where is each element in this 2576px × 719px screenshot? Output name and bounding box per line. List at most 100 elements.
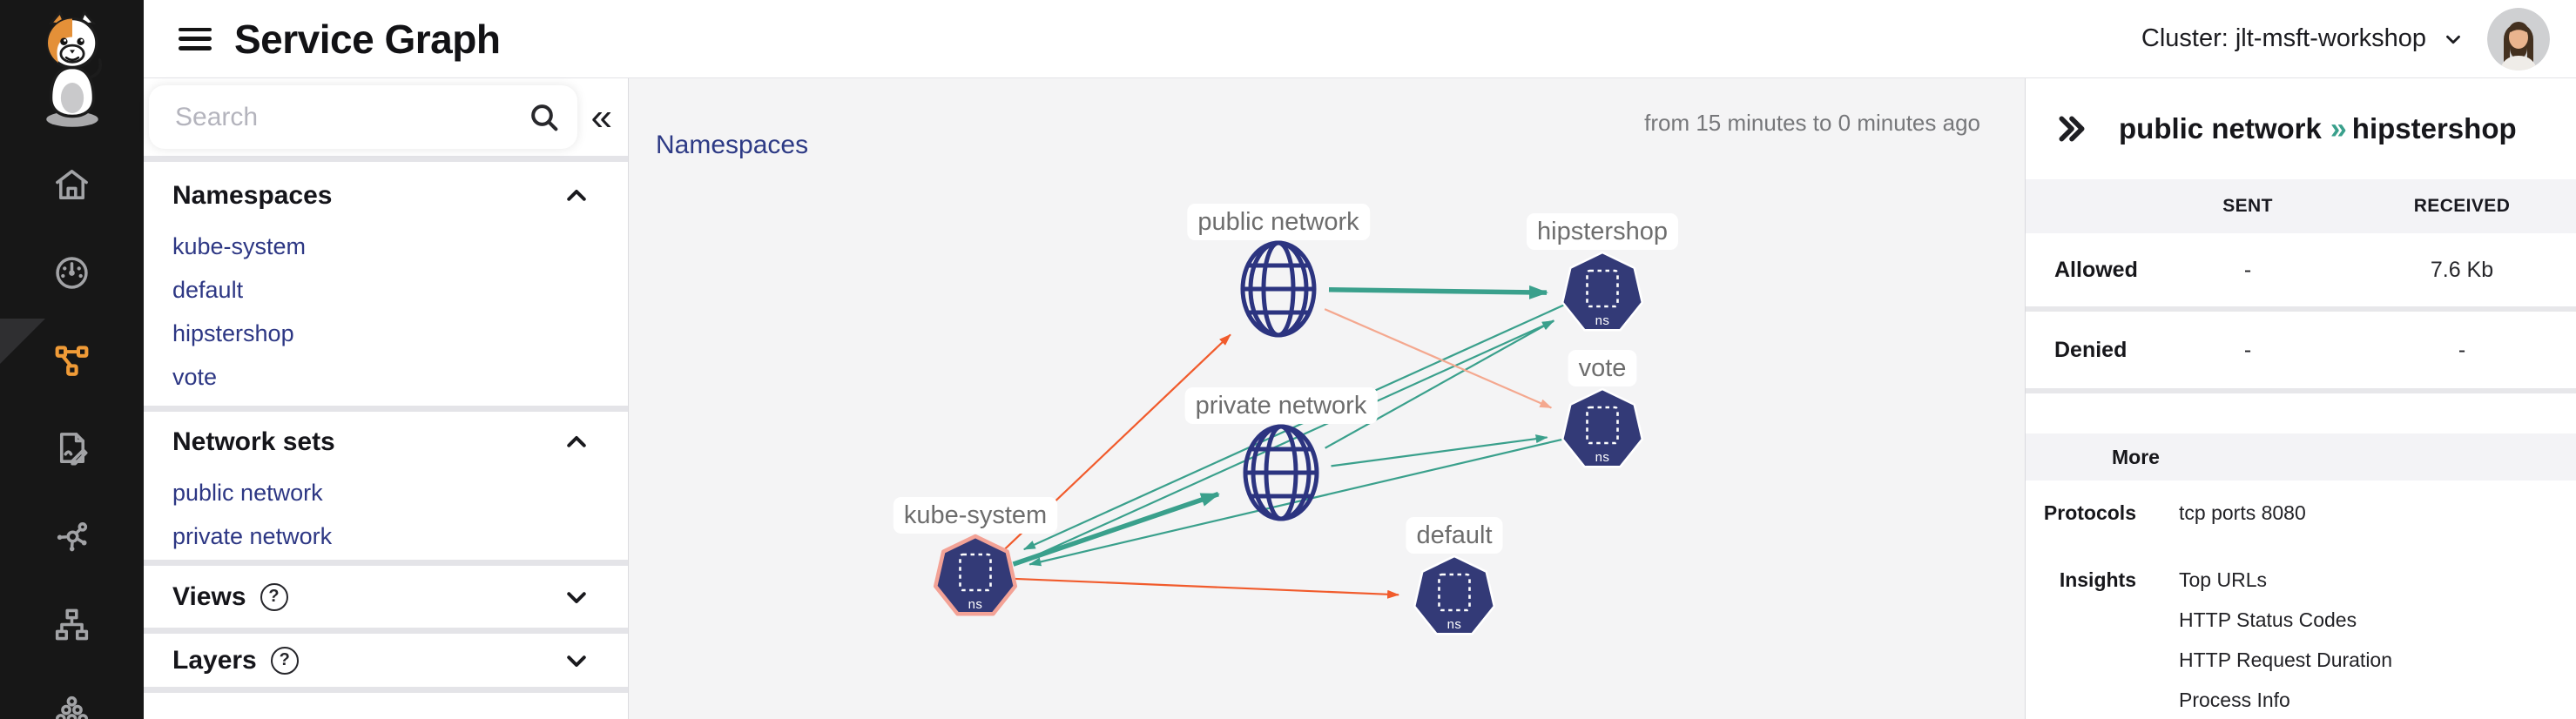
namespace-list: kube-system default hipstershop vote xyxy=(144,225,628,399)
avatar[interactable] xyxy=(2487,7,2550,71)
divider xyxy=(144,687,628,693)
sidebar-item-connections[interactable] xyxy=(0,493,144,581)
section-title: Namespaces xyxy=(172,181,333,210)
graph-node-label: kube-system xyxy=(904,501,1047,529)
help-icon[interactable]: ? xyxy=(270,646,299,675)
section-namespaces: Namespaces kube-system default hipstershop… xyxy=(144,162,628,406)
graph-node-default[interactable]: ns default xyxy=(1406,517,1503,635)
section-title: Network sets xyxy=(172,427,335,456)
search-icon xyxy=(531,104,558,131)
insight-item: Top URLs xyxy=(2179,568,2267,591)
graph-edge-public-network-to-vote[interactable] xyxy=(1324,308,1553,409)
section-header-namespaces[interactable]: Namespaces xyxy=(144,174,628,218)
divider xyxy=(144,406,628,412)
more-section-label: More xyxy=(2026,433,2576,480)
sidebar-item-clusters[interactable] xyxy=(0,669,144,719)
column-header-received: RECEIVED xyxy=(2413,196,2511,216)
namespace-link[interactable]: default xyxy=(172,276,244,303)
section-views: Views ? xyxy=(144,566,628,628)
section-layers: Layers ? xyxy=(144,634,628,687)
time-range-label: from 15 minutes to 0 minutes ago xyxy=(1644,110,1980,136)
graph-edge-public-network-to-hipstershop[interactable] xyxy=(1328,285,1549,299)
service-graph-svg: public networknshipstershopnsvoteprivate… xyxy=(893,204,1678,635)
flow-source: public network xyxy=(2119,112,2322,144)
section-header-views[interactable]: Views ? xyxy=(144,566,628,628)
graph-edge-vote-to-kube-system[interactable] xyxy=(1028,438,1564,567)
explorer-sidebar: « Namespaces kube-system default hipstersh… xyxy=(144,78,629,719)
insight-item: Process Info xyxy=(2179,689,2290,711)
hamburger-menu-icon[interactable] xyxy=(179,26,212,52)
graph-edge-kube-system-to-default[interactable] xyxy=(1015,577,1400,599)
graph-edge-kube-system-to-private-network[interactable] xyxy=(1012,491,1220,567)
help-icon[interactable]: ? xyxy=(260,582,288,611)
graph-canvas[interactable]: Namespaces from 15 minutes to 0 minutes … xyxy=(629,78,2025,719)
cluster-selector[interactable]: Cluster: jlt-msft-workshop xyxy=(2141,24,2465,53)
svg-text:ns: ns xyxy=(1595,450,1610,465)
network-set-list: public network private network xyxy=(144,471,628,558)
top-bar: Service Graph Cluster: jlt-msft-workshop xyxy=(144,0,2576,78)
graph-edge-private-network-to-hipstershop[interactable] xyxy=(1325,319,1554,449)
network-set-link[interactable]: public network xyxy=(172,479,323,506)
chevron-down-icon xyxy=(567,655,586,667)
table-row-denied: Denied - - xyxy=(2026,312,2576,388)
graph-node-vote[interactable]: ns vote xyxy=(1561,350,1644,468)
collapse-sidebar-icon[interactable]: « xyxy=(590,95,612,138)
graph-edge-kube-system-to-hipstershop[interactable] xyxy=(1013,319,1555,567)
otter-mascot-logo xyxy=(45,10,102,127)
chevron-down-icon xyxy=(567,591,586,603)
table-row-allowed: Allowed - 7.6 Kb xyxy=(2026,233,2576,306)
canvas-title: Namespaces xyxy=(656,131,809,159)
protocols-value: tcp ports 8080 xyxy=(2179,501,2306,524)
namespace-link[interactable]: hipstershop xyxy=(172,319,294,346)
dashboard-gauge-icon xyxy=(56,257,88,289)
flow-arrow-icon: » xyxy=(2330,111,2347,145)
graph-node-label: vote xyxy=(1579,354,1627,382)
chevron-up-icon xyxy=(567,190,586,201)
service-graph-icon xyxy=(55,346,89,376)
clusters-icon xyxy=(55,695,89,719)
sidebar-item-service-graph[interactable] xyxy=(0,317,144,405)
sidebar-item-home[interactable] xyxy=(0,141,144,229)
graph-node-label: private network xyxy=(1196,392,1367,420)
sidebar-item-dashboard[interactable] xyxy=(0,229,144,317)
protocols-label: Protocols xyxy=(2043,501,2136,524)
denied-sent-value: - xyxy=(2243,337,2252,362)
divider xyxy=(2026,306,2576,312)
graph-edge-private-network-to-vote[interactable] xyxy=(1331,434,1548,467)
divider xyxy=(144,156,628,162)
sidebar-item-hierarchy[interactable] xyxy=(0,581,144,669)
icon-rail xyxy=(0,0,144,719)
search-input[interactable] xyxy=(175,102,527,132)
search-row: « xyxy=(144,78,628,156)
allowed-sent-value: - xyxy=(2243,257,2252,282)
policy-edit-icon xyxy=(59,433,88,466)
denied-received-value: - xyxy=(2458,337,2466,362)
namespace-link[interactable]: kube-system xyxy=(172,232,307,259)
section-header-network-sets[interactable]: Network sets xyxy=(144,420,628,464)
chevron-down-icon xyxy=(2446,35,2460,44)
graph-node-public-network[interactable]: public network xyxy=(1187,204,1371,338)
graph-node-label: default xyxy=(1416,521,1492,549)
network-set-link[interactable]: private network xyxy=(172,522,333,549)
svg-text:ns: ns xyxy=(1595,313,1610,328)
details-panel: public network » hipstershop SENT RECEIV… xyxy=(2025,78,2576,719)
graph-node-private-network[interactable]: private network xyxy=(1184,387,1378,521)
graph-node-label: public network xyxy=(1197,208,1359,236)
insight-item: HTTP Status Codes xyxy=(2179,608,2357,631)
namespace-link[interactable]: vote xyxy=(172,363,218,390)
sidebar-item-policies[interactable] xyxy=(0,405,144,493)
collapse-panel-icon[interactable] xyxy=(2054,111,2089,146)
active-rail-notch xyxy=(0,319,45,364)
section-title: Layers xyxy=(172,645,257,675)
home-icon xyxy=(56,170,88,199)
section-header-layers[interactable]: Layers ? xyxy=(144,634,628,687)
divider xyxy=(2026,388,2576,393)
svg-text:ns: ns xyxy=(1447,617,1462,632)
connections-molecule-icon xyxy=(57,522,88,552)
section-network-sets: Network sets public network private netwo… xyxy=(144,412,628,560)
